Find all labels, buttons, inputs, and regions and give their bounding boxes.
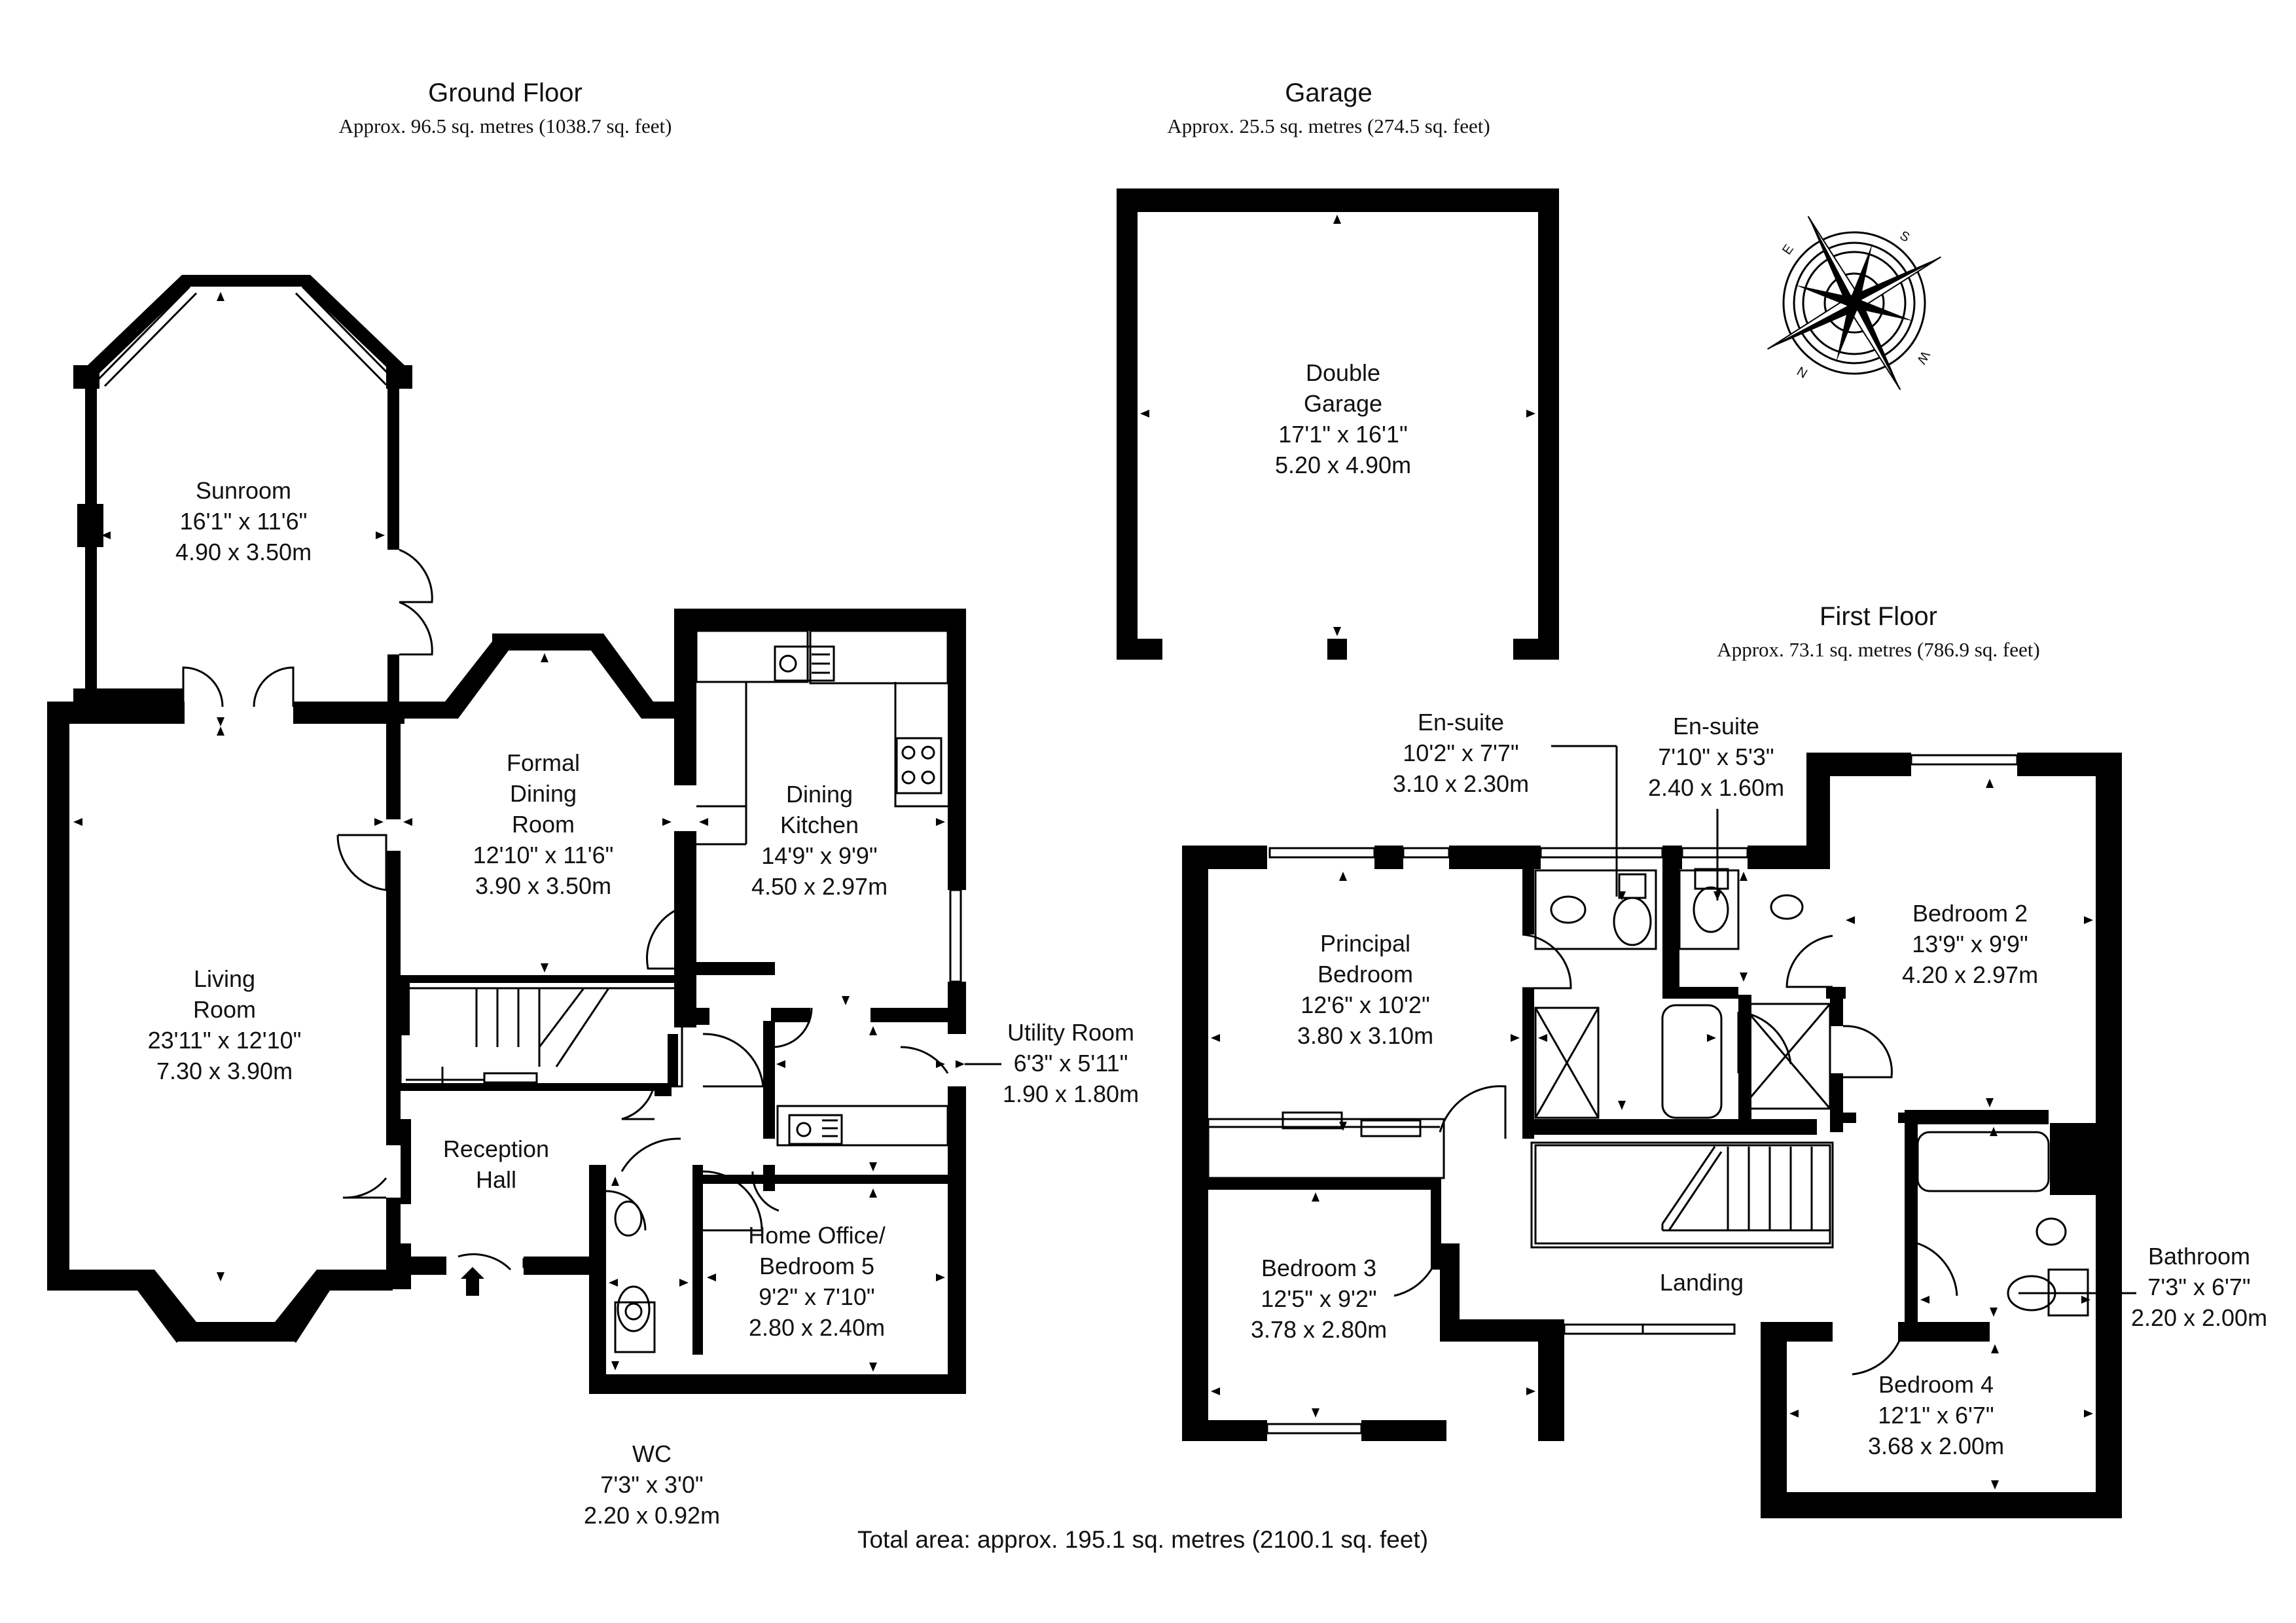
first-floor-fixtures [1207,868,2089,1317]
living-metric: 7.30 x 3.90m [156,1058,293,1084]
ensuite1-metric: 3.10 x 2.30m [1393,770,1529,797]
kitchen-imperial: 14'9" x 9'9" [761,842,877,869]
ensuite2-imperial: 7'10" x 5'3" [1658,743,1774,770]
principal-imperial: 12'6" x 10'2" [1300,991,1429,1018]
ensuite-basin-icon [1550,895,1587,924]
ensuite-toilet-icon [1613,897,1652,946]
ensuite2-metric: 2.40 x 1.60m [1648,774,1784,801]
reception-name-2: Hall [476,1166,516,1193]
first-floor-windows [1266,754,2018,1507]
formal-dining-imperial: 12'10" x 11'6" [473,842,614,868]
ensuite1-imperial: 10'2" x 7'7" [1403,740,1518,766]
home-office-imperial: 9'2" x 7'10" [759,1283,874,1310]
first-floor-area: Approx. 73.1 sq. metres (786.9 sq. feet) [1717,638,2039,661]
utility-metric: 1.90 x 1.80m [1003,1080,1139,1107]
shower-tray-icon [1534,1007,1600,1119]
kitchen-counter-top [695,630,809,683]
utility-name: Utility Room [1007,1019,1134,1046]
ground-floor-area: Approx. 96.5 sq. metres (1038.7 sq. feet… [339,115,672,137]
garage-metric: 5.20 x 4.90m [1275,452,1411,478]
home-office-name-2: Bedroom 5 [759,1253,874,1279]
bedroom3-imperial: 12'5" x 9'2" [1261,1285,1376,1312]
hob-icon [895,737,942,794]
entrance-arrow-icon [461,1267,484,1296]
first-floor-doors [1393,933,1958,1376]
compass-letter-s: S [1897,228,1912,245]
ensuite2-shower-icon [1740,1003,1831,1110]
living-name-2: Room [193,996,256,1023]
utility-counter [776,1105,949,1147]
ensuite2-name: En-suite [1673,713,1759,740]
kitchen-name-1: Dining [786,781,853,808]
ground-windows [86,276,962,1386]
bath-icon [1661,1004,1723,1119]
wc-toilet-icon [614,1301,656,1353]
first-floor-title: First Floor [1820,602,1937,631]
wc-metric: 2.20 x 0.92m [584,1502,720,1529]
utility-imperial: 6'3" x 5'11" [1014,1050,1128,1077]
garage-area: Approx. 25.5 sq. metres (274.5 sq. feet) [1167,115,1490,137]
ensuite2-toilet-icon [1693,886,1729,933]
sunroom-imperial: 16'1" x 11'6" [180,508,308,535]
bathroom-basin-icon [2036,1217,2067,1246]
bedroom2-imperial: 13'9" x 9'9" [1912,931,2028,957]
bedroom2-name: Bedroom 2 [1912,900,2028,927]
wc-fixtures [614,1200,656,1353]
first-floor-walls [1182,753,2122,1518]
ground-floor-title: Ground Floor [428,79,583,107]
wc-name: WC [632,1440,672,1467]
ground-stairs [399,987,683,1088]
home-office-name-1: Home Office/ [748,1222,885,1249]
compass-letter-w: W [1914,348,1933,366]
home-office-metric: 2.80 x 2.40m [749,1314,885,1341]
living-name-1: Living [194,965,255,992]
principal-metric: 3.80 x 3.10m [1297,1022,1433,1049]
formal-dining-name-2: Dining [510,780,577,807]
formal-dining-name-1: Formal [507,749,580,776]
kitchen-name-2: Kitchen [780,812,859,838]
wc-basin-icon [614,1200,643,1237]
bathroom-name: Bathroom [2148,1243,2250,1270]
ensuite1-name: En-suite [1418,709,1504,736]
kitchen-fixtures [695,630,949,1147]
kitchen-sink-icon [774,645,835,682]
bedroom3-metric: 3.78 x 2.80m [1251,1316,1387,1343]
bedroom4-metric: 3.68 x 2.00m [1868,1433,2004,1459]
first-floor-stairs [1530,1141,1834,1249]
compass-letter-n: N [1795,363,1810,380]
living-imperial: 23'11" x 12'10" [148,1027,302,1054]
first-floor-dimension-arrows [1211,779,2093,1489]
bedroom4-imperial: 12'1" x 6'7" [1878,1402,1994,1429]
garage-imperial: 17'1" x 16'1" [1278,421,1407,448]
compass-letter-e: E [1780,242,1797,258]
bedroom2-metric: 4.20 x 2.97m [1902,961,2038,988]
total-area: Total area: approx. 195.1 sq. metres (21… [857,1526,1428,1553]
wc-imperial: 7'3" x 3'0" [600,1471,703,1498]
formal-dining-name-3: Room [512,811,575,838]
garage-name-2: Garage [1304,390,1382,417]
garage-walls [1117,188,1559,660]
bathroom-metric: 2.20 x 2.00m [2131,1304,2267,1331]
ground-doors [182,548,949,1271]
garage-name-1: Double [1306,359,1380,386]
kitchen-metric: 4.50 x 2.97m [751,873,888,900]
ground-dimension-arrows [73,292,965,1372]
utility-sink-icon [788,1114,843,1145]
bathroom-bath-icon [1916,1131,2050,1192]
principal-name-1: Principal [1320,930,1410,957]
bedroom4-name: Bedroom 4 [1878,1371,1994,1398]
sunroom-metric: 4.90 x 3.50m [175,539,312,565]
principal-name-2: Bedroom [1318,961,1413,988]
ensuite2-basin-icon [1770,894,1804,920]
landing-name: Landing [1660,1269,1744,1296]
formal-dining-metric: 3.90 x 3.50m [475,872,611,899]
garage-title: Garage [1285,79,1372,107]
garage-dimension-arrows [1140,215,1535,636]
sunroom-name: Sunroom [196,477,291,504]
bedroom3-name: Bedroom 3 [1261,1255,1376,1281]
compass-rose-icon: S E W N [1767,216,1941,390]
reception-name-1: Reception [443,1135,549,1162]
bathroom-imperial: 7'3" x 6'7" [2147,1274,2250,1300]
